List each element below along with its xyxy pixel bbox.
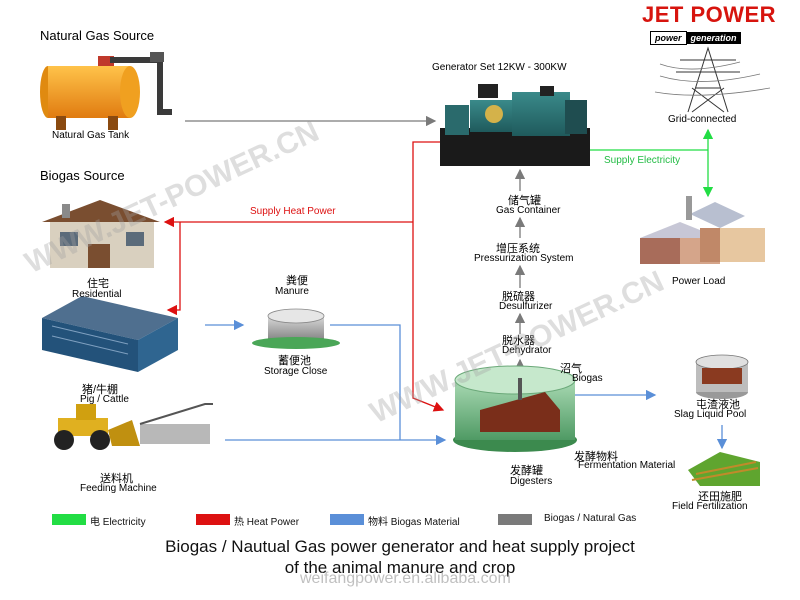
residential-illustration	[42, 200, 160, 268]
caption-line-1: Biogas / Nautual Gas power generator and…	[165, 537, 635, 556]
natural-gas-source-title: Natural Gas Source	[40, 28, 155, 43]
label-slag: Slag Liquid Pool	[674, 409, 747, 420]
label-desulfurizer-cn: 脱硫器	[502, 291, 535, 303]
grid-pylon-illustration	[654, 46, 771, 113]
label-residential-cn: 住宅	[87, 278, 109, 290]
logo-power: power	[650, 31, 687, 45]
label-biogas-cn: 沼气	[560, 363, 582, 375]
heat-arrow-to-pig-cattle	[166, 222, 181, 316]
label-manure-cn: 粪便	[286, 275, 308, 287]
label-feeding: Feeding Machine	[80, 483, 157, 494]
logo-jet-power: JET POWER	[642, 2, 777, 27]
label-storage-cn: 蓄便池	[278, 355, 311, 367]
label-natural-gas-tank: Natural Gas Tank	[52, 130, 130, 141]
digester-illustration	[453, 365, 577, 452]
legend-swatch-biogas-material	[330, 514, 364, 525]
label-pressurization: Pressurization System	[474, 253, 574, 264]
watermark-bottom: weifangpower.en.alibaba.com	[300, 570, 511, 587]
label-digesters-cn: 发酵罐	[510, 465, 543, 477]
label-desulfurizer: Desulfurizer	[499, 301, 553, 312]
label-generator-set: Generator Set 12KW - 300KW	[432, 62, 567, 73]
label-supply-electricity: Supply Electricity	[604, 155, 681, 166]
label-slag-cn: 屯渣液池	[696, 399, 740, 411]
heat-line-generator-down	[412, 141, 445, 412]
label-feeding-cn: 送料机	[100, 473, 133, 485]
storage-close-illustration	[252, 308, 340, 349]
label-pressurization-cn: 增压系统	[496, 243, 540, 255]
label-grid: Grid-connected	[668, 114, 737, 125]
label-gas-container: Gas Container	[496, 205, 561, 216]
label-residential: Residential	[72, 289, 122, 300]
label-fermentation-cn: 发酵物料	[574, 451, 618, 463]
field-illustration	[688, 452, 760, 486]
label-dehydrator: Dehydrator	[502, 345, 552, 356]
legend-swatch-biogas-natural-gas	[498, 514, 532, 525]
label-gas-container-cn: 储气罐	[508, 195, 541, 207]
legend-swatch-electricity	[52, 514, 86, 525]
legend-swatch-heat-power	[196, 514, 230, 525]
legend-item-heat-power: 热 Heat Power	[234, 517, 300, 528]
biogas-source-title: Biogas Source	[40, 168, 125, 183]
legend-item-biogas-natural-gas: Biogas / Natural Gas	[544, 513, 637, 524]
label-storage: Storage Close	[264, 366, 328, 377]
label-digesters: Digesters	[510, 476, 553, 487]
slag-pool-illustration	[695, 354, 749, 399]
label-field-cn: 还田施肥	[698, 491, 742, 503]
label-pig-cattle: Pig / Cattle	[80, 394, 129, 405]
caption-line-2: of the animal manure and crop	[284, 558, 516, 577]
label-fermentation: Fermentation Material	[578, 460, 676, 471]
natural-gas-tank-illustration	[40, 52, 172, 130]
label-pig-cattle-cn: 猪/牛棚	[82, 384, 119, 396]
legend-item-electricity: 电 Electricity	[90, 517, 146, 528]
pig-cattle-illustration	[42, 296, 178, 372]
label-power-load: Power Load	[672, 276, 726, 287]
label-supply-heat-power: Supply Heat Power	[250, 206, 336, 217]
label-dehydrator-cn: 脱水器	[502, 335, 535, 347]
label-manure: Manure	[275, 286, 309, 297]
power-load-illustration	[640, 196, 765, 264]
material-line-storage-to-digester	[330, 324, 401, 440]
label-field: Field Fertilization	[672, 501, 748, 512]
generator-set-illustration	[440, 84, 590, 166]
logo-generation: generation	[686, 32, 741, 44]
legend-item-biogas-material: 物料 Biogas Material	[368, 517, 460, 528]
label-biogas: Biogas	[572, 373, 603, 384]
feeding-machine-illustration	[54, 403, 213, 450]
